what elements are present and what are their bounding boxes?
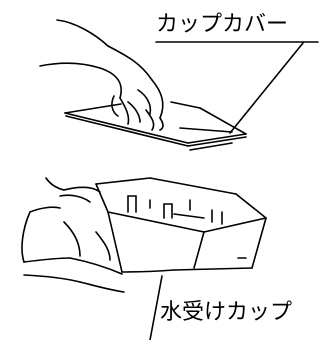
cup-cover-plate — [64, 101, 247, 151]
cup-cover-label: カップカバー — [156, 12, 289, 37]
cup-cover-leader-line — [155, 41, 319, 134]
water-cup-tray — [95, 177, 267, 273]
lower-hands — [21, 177, 125, 293]
water-cup-label: 水受けカップ — [160, 300, 293, 325]
upper-hand — [39, 19, 164, 131]
water-cup-leader-line — [149, 275, 163, 341]
